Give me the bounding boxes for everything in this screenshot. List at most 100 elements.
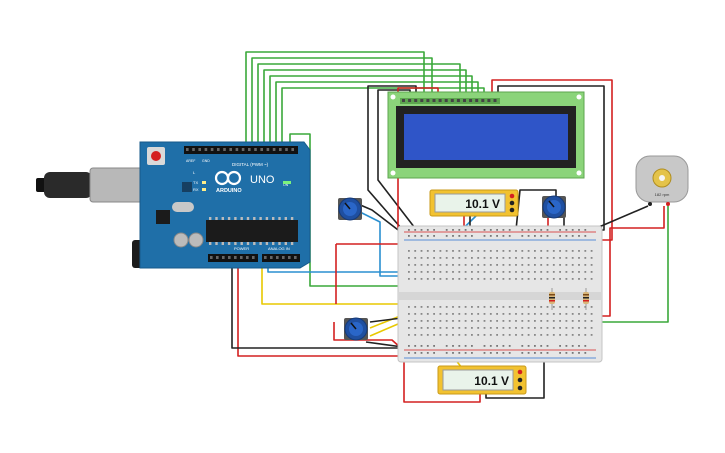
wire-black-lcd-left[interactable]: [367, 85, 417, 237]
terminal-hole: [408, 250, 410, 252]
terminal-hole: [477, 313, 480, 315]
terminal-hole: [464, 278, 467, 280]
rail-hole: [540, 229, 543, 231]
terminal-hole: [508, 320, 511, 322]
wire-green-1[interactable]: [245, 51, 425, 148]
terminal-hole: [584, 313, 587, 315]
wire-black-meter2[interactable]: [485, 358, 545, 399]
terminal-hole: [445, 313, 448, 315]
potentiometer-3[interactable]: [344, 317, 368, 341]
motor-rpm-label: 182 rpm: [655, 192, 670, 197]
terminal-hole: [496, 327, 498, 329]
chip-legs: [209, 217, 294, 245]
terminal-hole: [471, 306, 473, 308]
rail-hole: [584, 235, 587, 237]
rail-hole: [546, 345, 549, 347]
wire-green-2[interactable]: [251, 57, 433, 148]
terminal-hole: [408, 334, 410, 336]
terminal-hole: [590, 327, 593, 329]
rail-hole: [464, 229, 467, 231]
dc-motor[interactable]: 182 rpm: [635, 155, 689, 206]
terminal-hole: [590, 306, 593, 308]
rail-hole: [502, 345, 505, 347]
rail-hole: [426, 345, 429, 347]
terminal-hole: [540, 334, 543, 336]
terminal-hole: [571, 250, 574, 252]
chip-leg: [240, 217, 243, 220]
reset-button-cap[interactable]: [151, 151, 161, 161]
lcd-pin: [438, 99, 442, 102]
terminal-hole: [452, 250, 454, 252]
arduino-uno-board[interactable]: DIGITAL (PWM ~) AREF GND L TX RX ARDUINO…: [36, 141, 311, 269]
wire-green-4[interactable]: [263, 69, 467, 148]
wire-green-arduino-breadboard[interactable]: [289, 133, 400, 287]
terminal-hole: [559, 327, 561, 329]
terminal-hole: [502, 327, 505, 329]
wire-black-pot3[interactable]: [369, 308, 403, 323]
multimeter-bottom[interactable]: 10.1 V: [437, 365, 527, 395]
terminal-hole: [452, 271, 454, 273]
rail-hole: [571, 352, 574, 354]
rail-hole: [578, 229, 580, 231]
terminal-hole: [458, 313, 461, 315]
terminal-hole: [584, 250, 587, 252]
terminal-hole: [483, 264, 486, 266]
wire-green-6[interactable]: [275, 81, 479, 148]
wire-green-5[interactable]: [269, 75, 473, 148]
rail-hole: [508, 352, 511, 354]
chip-leg: [215, 217, 218, 220]
rail-hole: [578, 345, 580, 347]
wire-red-motor[interactable]: [598, 206, 665, 317]
lcd-pin: [475, 99, 479, 102]
rail-hole: [445, 229, 448, 231]
terminal-hole: [414, 271, 417, 273]
terminal-hole: [527, 306, 530, 308]
lcd-pin: [444, 99, 448, 102]
terminal-hole: [534, 250, 536, 252]
lcd-pin: [414, 99, 418, 102]
terminal-hole: [527, 250, 530, 252]
lcd-hole-tr: [576, 94, 582, 100]
terminal-hole: [578, 250, 580, 252]
terminal-hole: [559, 264, 561, 266]
resistor-1[interactable]: [549, 288, 555, 310]
potentiometer-1[interactable]: [338, 197, 362, 221]
terminal-hole: [527, 313, 530, 315]
breadboard[interactable]: [397, 225, 603, 363]
multimeter-top[interactable]: 10.1 V: [429, 189, 519, 217]
rail-hole: [452, 345, 454, 347]
terminal-hole: [559, 320, 561, 322]
rail-hole: [433, 235, 435, 237]
terminal-hole: [458, 257, 461, 259]
lcd-16x2[interactable]: [387, 91, 585, 179]
lcd-pin: [450, 99, 454, 102]
terminal-hole: [408, 327, 410, 329]
terminal-hole: [445, 264, 448, 266]
wire-black-arduino-gnd[interactable]: [231, 264, 412, 349]
terminal-hole: [546, 278, 549, 280]
terminal-hole: [508, 313, 511, 315]
gnd-label: GND: [202, 159, 210, 163]
terminal-hole: [552, 278, 555, 280]
wire-green-3[interactable]: [257, 63, 461, 148]
digital-pin-hole: [223, 148, 226, 151]
terminal-hole: [521, 257, 524, 259]
terminal-hole: [515, 264, 517, 266]
wire-red-arduino-5v[interactable]: [237, 264, 412, 357]
rail-hole: [496, 345, 498, 347]
rail-hole: [452, 352, 454, 354]
terminal-hole: [426, 306, 429, 308]
multimeter-top-com: [509, 200, 515, 206]
resistor-2[interactable]: [583, 288, 589, 310]
wire-black-pot1[interactable]: [357, 203, 407, 237]
potentiometer-2[interactable]: [542, 195, 566, 219]
terminal-hole: [426, 250, 429, 252]
terminal-hole: [571, 264, 574, 266]
terminal-hole: [483, 313, 486, 315]
terminal-hole: [571, 334, 574, 336]
terminal-hole: [445, 327, 448, 329]
terminal-hole: [590, 278, 593, 280]
chip-leg: [253, 242, 256, 245]
wire-red-meter2[interactable]: [403, 360, 481, 403]
wire-red-lcd-top[interactable]: [491, 79, 613, 241]
